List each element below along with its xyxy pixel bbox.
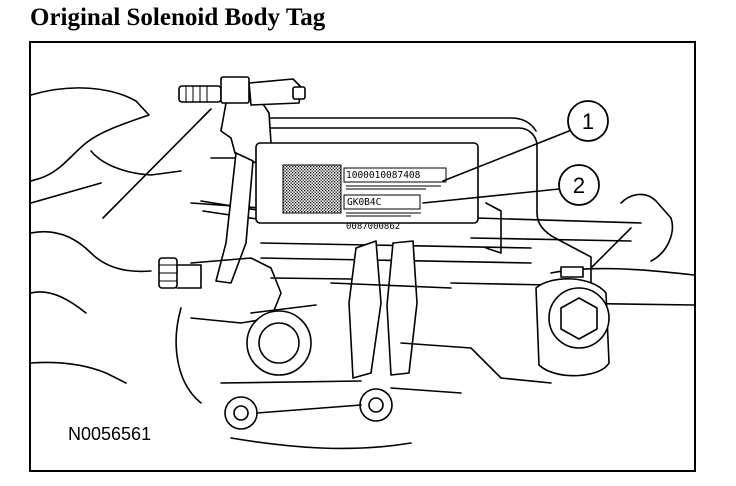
diagonal-lower-line <box>31 182 102 204</box>
lower-rail-lines <box>220 380 462 394</box>
diagonal-rod-line <box>102 108 212 219</box>
case-outline-bottom-left <box>31 361 127 384</box>
vertical-tube <box>215 152 254 284</box>
mount-eye-right-hole <box>368 397 384 413</box>
port-ring-inner <box>258 322 300 364</box>
callout-2-circle <box>558 164 600 206</box>
body-rail-3 <box>270 277 552 286</box>
center-crossbar <box>330 282 452 289</box>
mount-link-bar <box>256 404 362 414</box>
callout-1-circle <box>567 100 609 142</box>
right-horizontal-rail <box>475 217 642 224</box>
lower-right-contour <box>400 342 552 384</box>
callout-2-label: 2 <box>573 173 585 198</box>
left-bolt-lines <box>159 264 177 282</box>
tag-model-box <box>343 194 421 210</box>
tag-serial-box <box>343 167 447 183</box>
tag-model-code: GK0B4C <box>347 197 381 208</box>
callout-1-label: 1 <box>582 109 594 134</box>
mount-eye-left-hole <box>233 405 249 421</box>
tag-fine-print-2 <box>346 212 421 217</box>
callout-2-leader <box>422 188 560 204</box>
callout-1-leader <box>442 130 570 182</box>
connector-end <box>292 86 306 100</box>
lower-bracket <box>190 257 282 324</box>
connector-threads <box>185 86 208 102</box>
center-member-left <box>348 240 382 379</box>
solenoid-body-outline <box>220 127 592 284</box>
port-top-edge <box>250 304 317 314</box>
right-bolt-clip <box>560 266 584 278</box>
tag-part-number: 0087000862 <box>346 222 400 232</box>
case-outline-mid-left <box>31 230 152 273</box>
case-rib-left <box>90 150 182 176</box>
tag-barcode-matrix <box>282 164 342 214</box>
center-member-right <box>386 240 418 376</box>
left-bolt-shank <box>176 264 202 289</box>
solenoid-body-illustration: 1000010087408 GK0B4C 0087000862 1 2 <box>31 76 694 450</box>
illustration-frame: 1000010087408 GK0B4C 0087000862 1 2 N005… <box>29 41 696 472</box>
right-bolt-hex-head <box>560 297 598 340</box>
figure-title: Original Solenoid Body Tag <box>30 4 326 31</box>
solenoid-body-top-edge <box>245 117 537 132</box>
right-housing-curve <box>620 193 674 262</box>
figure-id-label: N0056561 <box>68 424 152 444</box>
case-outline-top-left <box>31 87 150 182</box>
solenoid-body-tag: 1000010087408 GK0B4C 0087000862 <box>255 142 479 232</box>
right-horizontal-rail-2 <box>470 237 632 242</box>
tag-fine-print-1 <box>346 185 441 190</box>
tag-serial-number: 1000010087408 <box>346 170 421 181</box>
left-curve-arm <box>175 307 202 404</box>
case-outline-low-left <box>31 291 87 314</box>
bottom-contour <box>230 437 412 450</box>
connector-housing <box>220 76 250 104</box>
right-tab <box>485 202 502 254</box>
right-housing-diagonal <box>590 227 632 269</box>
